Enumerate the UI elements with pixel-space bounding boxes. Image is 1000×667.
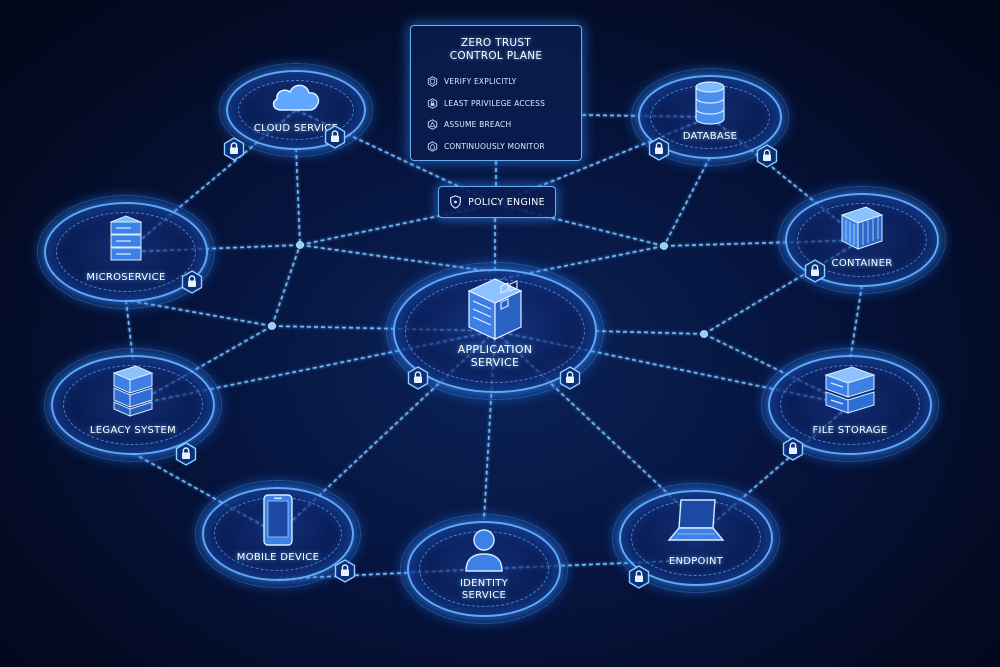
node-microservice: MICROSERVICE [37, 195, 215, 309]
monitor-eye-icon [427, 140, 438, 152]
connection-line [663, 239, 863, 247]
control-plane-title: ZERO TRUST CONTROL PLANE [449, 37, 543, 62]
file-storage-icon [824, 366, 876, 414]
principles-list: VERIFY EXPLICITLY LEAST PRIVILEGE ACCESS… [427, 71, 581, 157]
zero-trust-control-plane-panel: ZERO TRUST CONTROL PLANE VERIFY EXPLICIT… [410, 25, 582, 161]
lock-icon [223, 137, 245, 165]
lock-icon [756, 144, 778, 172]
lock-icon [427, 97, 438, 109]
principle-item: VERIFY EXPLICITLY [427, 71, 581, 93]
server-rack-icon [109, 215, 143, 261]
lock-icon [181, 270, 203, 298]
lock-icon [407, 366, 429, 394]
connection-line [299, 203, 497, 246]
node-file-storage: FILE STORAGE [761, 348, 939, 462]
node-endpoint: ENDPOINT [612, 483, 780, 593]
connection-line [271, 244, 301, 327]
principle-label: VERIFY EXPLICITLY [444, 77, 517, 87]
container-icon [840, 206, 884, 250]
node-container: CONTAINER [778, 186, 946, 294]
connection-line [594, 330, 705, 335]
user-icon [465, 529, 503, 572]
principle-label: LEAST PRIVILEGE ACCESS [444, 98, 546, 108]
legacy-server-icon [112, 365, 154, 417]
node-legacy-system: LEGACY SYSTEM [44, 348, 222, 462]
lock-icon [334, 559, 356, 587]
junction-dot [660, 242, 668, 250]
connection-line [703, 239, 863, 335]
junction-dot [296, 241, 304, 249]
principle-item: CONTINUOUSLY MONITOR [427, 136, 581, 158]
policy-engine-box: POLICY ENGINE [438, 186, 556, 218]
check-shield-icon [427, 76, 438, 88]
principle-item: ASSUME BREACH [427, 114, 581, 136]
lock-icon [628, 565, 650, 593]
connection-line [663, 156, 711, 247]
lock-icon [559, 366, 581, 394]
connection-line [849, 284, 863, 361]
junction-dot [268, 322, 276, 330]
lock-icon [648, 137, 670, 165]
node-label: MOBILE DEVICE [236, 551, 320, 563]
mobile-phone-icon [263, 494, 293, 546]
shield-icon [450, 195, 461, 209]
principle-label: ASSUME BREACH [444, 120, 512, 130]
connection-line [125, 299, 273, 327]
node-label: IDENTITY SERVICE [459, 578, 509, 602]
node-mobile-device: MOBILE DEVICE [195, 480, 361, 588]
junction-dot [700, 330, 708, 338]
connection-line [295, 147, 301, 246]
principle-label: CONTINUOUSLY MONITOR [444, 141, 545, 151]
node-label: LEGACY SYSTEM [89, 424, 177, 436]
lock-icon [324, 125, 346, 153]
policy-engine-label: POLICY ENGINE [468, 196, 545, 208]
connection-line [495, 203, 665, 247]
laptop-icon [667, 499, 725, 541]
lock-icon [175, 442, 197, 470]
connection-line [132, 330, 496, 406]
application-cube-icon [467, 278, 523, 340]
lock-icon [782, 437, 804, 465]
database-icon [695, 81, 725, 125]
principle-item: LEAST PRIVILEGE ACCESS [427, 93, 581, 115]
node-identity-service: IDENTITY SERVICE [400, 514, 568, 624]
cloud-icon [272, 84, 320, 111]
lock-icon [804, 259, 826, 287]
node-label: FILE STORAGE [812, 424, 888, 436]
warning-triangle-icon [427, 119, 438, 131]
node-cloud-service: CLOUD SERVICE [219, 63, 373, 157]
